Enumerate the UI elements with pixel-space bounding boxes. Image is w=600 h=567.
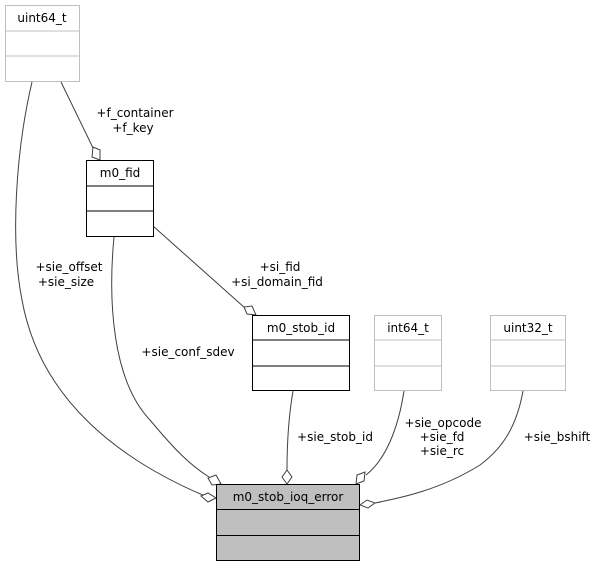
edge-label: +sie_stob_id — [297, 430, 373, 444]
edge-labels: +f_container +f_key +sie_offset +sie_siz… — [36, 106, 591, 458]
node-label: m0_stob_ioq_error — [233, 490, 344, 504]
node-m0-fid[interactable]: m0_fid — [86, 160, 154, 237]
edge-m0-fid-to-stob-id — [152, 225, 246, 309]
node-uint32-t[interactable]: uint32_t — [490, 315, 566, 391]
node-label: m0_fid — [100, 166, 141, 180]
edge-int64-to-ioq-error — [365, 390, 405, 476]
edge-label: +sie_rc — [420, 444, 464, 458]
edge-label: +sie_bshift — [524, 430, 591, 444]
edge-label: +sie_conf_sdev — [141, 345, 234, 359]
node-m0-stob-id[interactable]: m0_stob_id — [252, 315, 350, 391]
diamond-ioq-top-right — [355, 471, 366, 485]
edge-uint64-to-m0-fid — [60, 81, 95, 151]
edge-stob-id-to-ioq-error — [286, 390, 294, 471]
diamond-m0-fid — [91, 146, 101, 161]
diamond-ioq-right — [358, 499, 377, 509]
diamond-ioq-left-high — [207, 474, 222, 486]
diamond-ioq-top — [281, 469, 293, 485]
edge-uint32-to-ioq-error — [374, 390, 524, 504]
edge-label: +sie_size — [38, 275, 94, 289]
node-uint64-t[interactable]: uint64_t — [5, 5, 80, 82]
edge-uint64-to-ioq-error — [15, 81, 206, 497]
diamond-stob-id — [243, 305, 257, 316]
edge-label: +sie_fd — [420, 430, 465, 444]
node-label: m0_stob_id — [267, 321, 335, 335]
node-int64-t[interactable]: int64_t — [374, 315, 442, 391]
node-label: int64_t — [387, 321, 429, 335]
edge-m0-fid-to-ioq-error — [111, 236, 210, 478]
edge-label: +si_domain_fid — [231, 275, 323, 289]
node-label: uint32_t — [503, 321, 553, 335]
node-m0-stob-ioq-error[interactable]: m0_stob_ioq_error — [216, 484, 360, 561]
diamond-ioq-left-low — [200, 492, 218, 503]
node-label: uint64_t — [17, 11, 67, 25]
edge-label: +sie_offset — [36, 260, 103, 274]
edge-label: +f_container — [96, 106, 173, 120]
edge-label: +f_key — [112, 121, 153, 135]
edge-label: +sie_opcode — [405, 416, 482, 430]
edge-label: +si_fid — [260, 260, 301, 274]
